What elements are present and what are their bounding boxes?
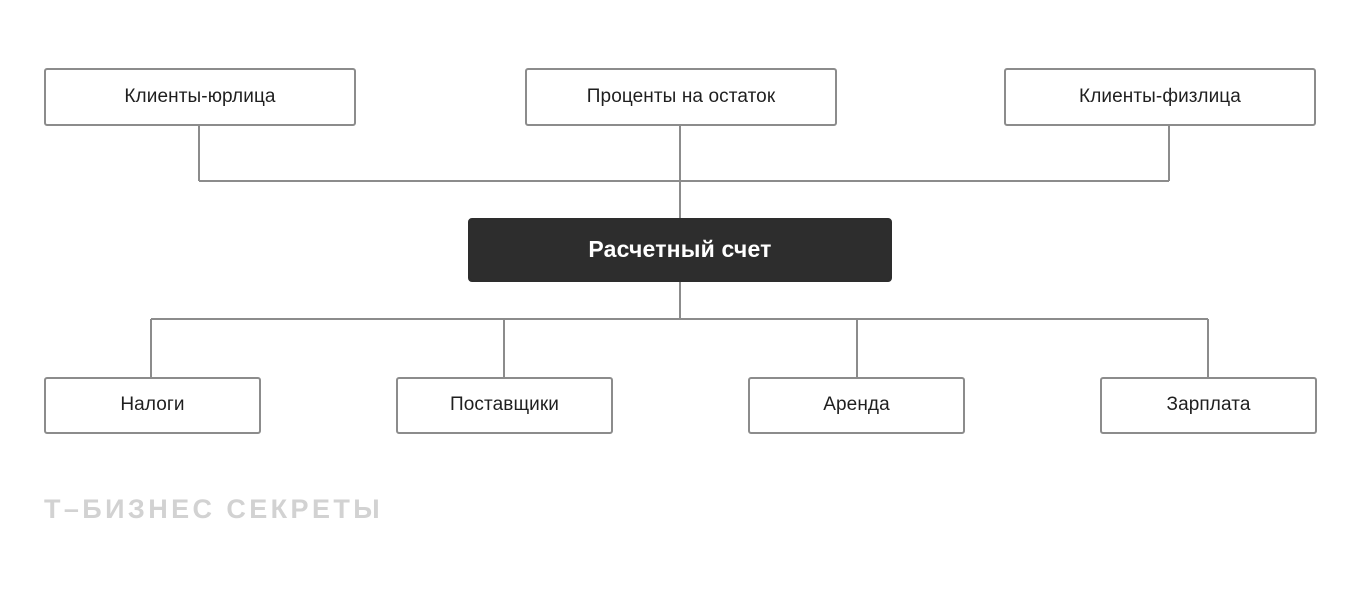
watermark-brand: Т–БИЗНЕС СЕКРЕТЫ	[44, 494, 384, 524]
node-input-2[interactable]: Проценты на остаток	[525, 68, 837, 126]
node-output-1-label: Налоги	[120, 394, 185, 416]
node-input-2-label: Проценты на остаток	[586, 85, 776, 107]
node-output-1[interactable]: Налоги	[44, 377, 261, 434]
node-output-3[interactable]: Аренда	[748, 377, 965, 434]
node-output-2-label: Поставщики	[449, 394, 560, 416]
node-output-3-label: Аренда	[823, 394, 890, 416]
node-center-account[interactable]: Расчетный счет	[468, 218, 892, 282]
node-output-2[interactable]: Поставщики	[396, 377, 613, 434]
node-output-4[interactable]: Зарплата	[1100, 377, 1317, 434]
node-input-3[interactable]: Клиенты-физлица	[1004, 68, 1316, 126]
node-center-account-label: Расчетный счет	[588, 236, 772, 263]
node-input-1-label: Клиенты-юрлица	[124, 85, 276, 107]
node-input-1[interactable]: Клиенты-юрлица	[44, 68, 356, 126]
node-output-4-label: Зарплата	[1166, 394, 1251, 416]
node-input-3-label: Клиенты-физлица	[1079, 85, 1241, 107]
